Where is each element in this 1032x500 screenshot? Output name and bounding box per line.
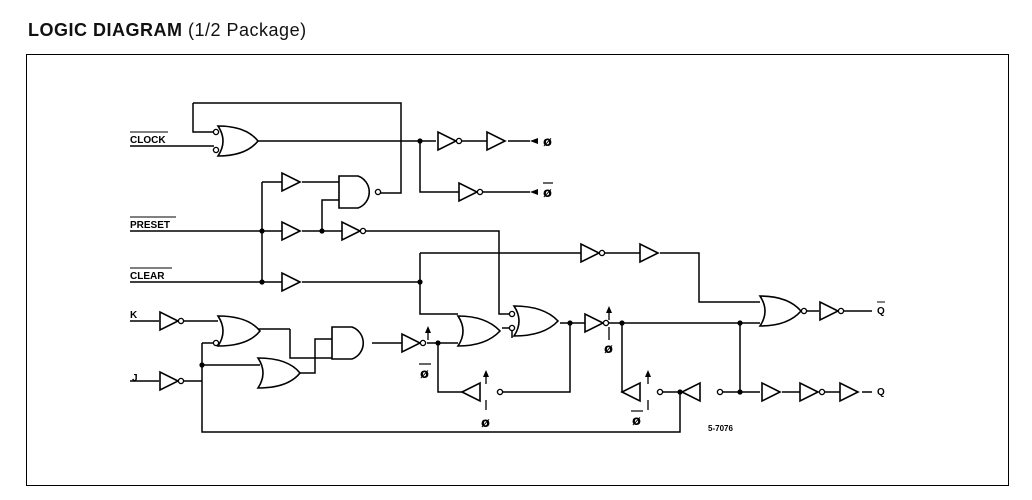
master-or-gate-2: [512, 305, 560, 337]
diagram-frame: [26, 54, 1009, 486]
clock-or-gate: [216, 125, 260, 157]
phi-bar-slave-label: ø: [632, 414, 641, 429]
diagram-title: LOGIC DIAGRAM (1/2 Package): [28, 20, 307, 41]
master-or-gate-1: [456, 315, 502, 347]
phi-output-label: ø: [543, 135, 552, 150]
phi-bar-master-label: ø: [420, 367, 429, 382]
j-label: J: [132, 373, 138, 384]
q-bar-output-label: Q: [877, 306, 885, 317]
preset-label: PRESET: [130, 220, 170, 231]
clock-label: CLOCK: [130, 135, 166, 146]
diagram-title-suffix: (1/2 Package): [188, 20, 307, 40]
q-output-label: Q: [877, 387, 885, 398]
output-nor-gate: [758, 295, 803, 327]
clear-label: CLEAR: [130, 271, 165, 282]
phi-master-out-label: ø: [604, 342, 613, 357]
phi-bar-output-label: ø: [543, 186, 552, 201]
preset-nand-gate: [338, 175, 370, 209]
jk-and-gate: [331, 326, 364, 360]
k-label: K: [130, 310, 138, 321]
phi-master-feedback-label: ø: [481, 416, 490, 431]
diagram-title-bold: LOGIC DIAGRAM: [28, 20, 183, 40]
k-or-gate: [216, 315, 262, 347]
j-or-gate: [256, 357, 302, 389]
figure-code: 5-7076: [708, 424, 733, 433]
